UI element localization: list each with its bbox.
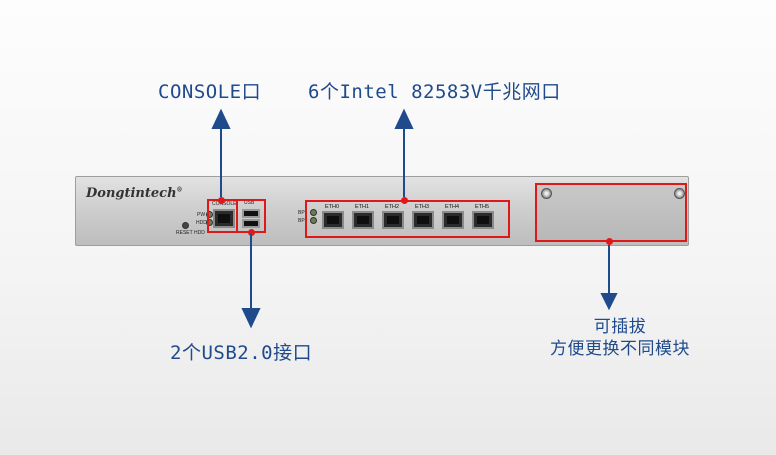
ethernet-ports-callout: 6个Intel 82583V千兆网口 xyxy=(308,81,561,103)
eth2-port[interactable] xyxy=(382,211,404,229)
console-port-label: CONSOLE xyxy=(212,201,237,207)
usb-ports-callout: 2个USB2.0接口 xyxy=(170,342,313,364)
usb-port-1[interactable] xyxy=(242,209,260,218)
pw-indicator-label: PW xyxy=(197,212,206,218)
hdd-led xyxy=(206,219,213,226)
reset-hdd-label: RESET HDD xyxy=(176,230,205,236)
eth0-label: ETH0 xyxy=(325,204,340,210)
module-arrow-head xyxy=(600,293,618,311)
hdd-indicator-label: HDD xyxy=(196,220,207,226)
eth5-port[interactable] xyxy=(472,211,494,229)
module-screw-left xyxy=(541,188,552,199)
module-callout-line2: 方便更换不同模块 xyxy=(550,339,690,359)
module-callout: 可插拔 方便更换不同模块 xyxy=(500,316,740,360)
usb-label: USB xyxy=(244,200,255,206)
module-screw-right xyxy=(674,188,685,199)
pluggable-module[interactable] xyxy=(535,183,687,242)
console-port[interactable] xyxy=(213,209,235,228)
usb-marker-dot xyxy=(248,229,255,236)
reset-button[interactable] xyxy=(182,222,189,229)
module-callout-line1: 可插拔 xyxy=(593,317,647,337)
eth-arrow-head xyxy=(394,108,414,129)
eth-marker-dot xyxy=(401,197,408,204)
console-port-callout: CONSOLE口 xyxy=(158,81,262,103)
console-marker-dot xyxy=(218,197,225,204)
eth3-port[interactable] xyxy=(412,211,434,229)
eth5-label: ETH5 xyxy=(475,204,490,210)
eth1-label: ETH1 xyxy=(355,204,370,210)
bp1-led xyxy=(310,209,317,216)
module-marker-dot xyxy=(606,238,613,245)
eth3-label: ETH3 xyxy=(415,204,430,210)
pw-led xyxy=(206,211,213,218)
eth4-port[interactable] xyxy=(442,211,464,229)
bp2-led xyxy=(310,217,317,224)
brand-logo: Dongtintech® xyxy=(86,186,183,201)
usb-port-2[interactable] xyxy=(242,219,260,228)
eth4-label: ETH4 xyxy=(445,204,460,210)
bp2-label: BP2 xyxy=(298,218,308,224)
eth0-port[interactable] xyxy=(322,211,344,229)
usb-arrow-head xyxy=(241,308,261,329)
eth2-label: ETH2 xyxy=(385,204,400,210)
eth1-port[interactable] xyxy=(352,211,374,229)
bp1-label: BP1 xyxy=(298,210,308,216)
console-arrow-head xyxy=(211,108,231,129)
